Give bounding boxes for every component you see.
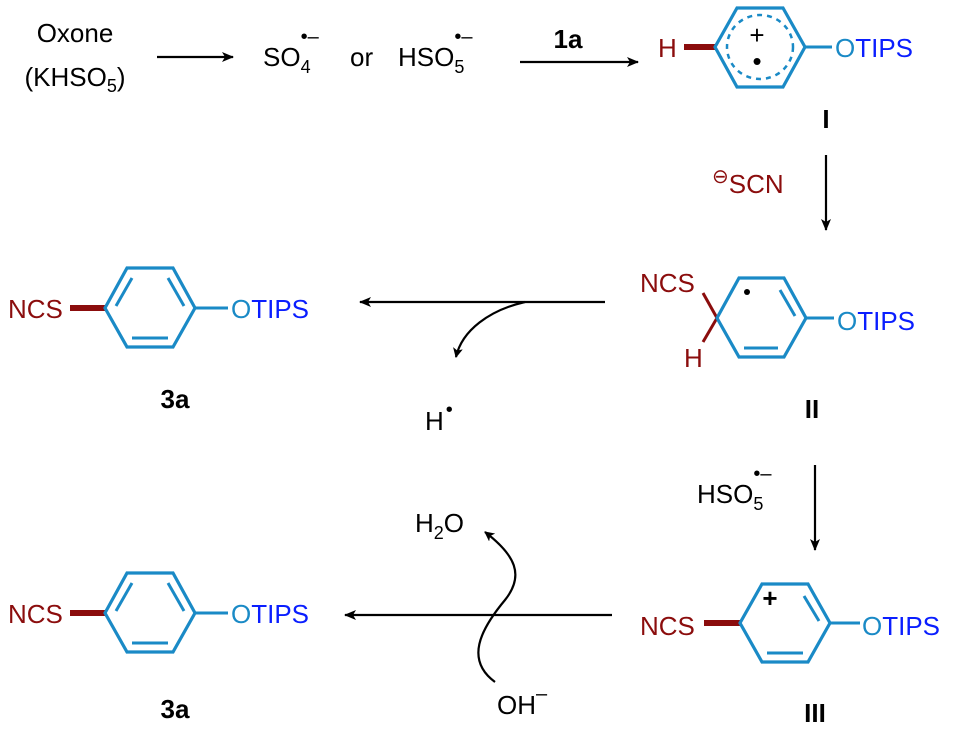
cation-charge: + xyxy=(762,583,777,613)
otips-group: OTIPS xyxy=(231,294,309,324)
curved-arrow-hydroxide-to-water xyxy=(477,531,517,683)
hydroxide-label: OH– xyxy=(497,683,548,720)
ncs-group: NCS xyxy=(640,268,695,298)
intermediate-III: NCS + OTIPS III xyxy=(640,582,940,728)
curved-arrow-h-loss xyxy=(453,300,526,358)
benzene-ring xyxy=(103,266,197,349)
product-3a-bottom: NCS OTIPS 3a xyxy=(8,571,309,724)
intermediate-II: NCS H OTIPS II xyxy=(640,268,915,424)
hydrogen-atom: H xyxy=(658,33,677,63)
product-3a-top: NCS OTIPS 3a xyxy=(8,266,309,414)
product-3a-label: 3a xyxy=(161,694,190,724)
intermediate-II-label: II xyxy=(805,394,819,424)
hydrogen-radical-label: H• xyxy=(425,399,453,436)
delocalized-ring-dashes xyxy=(725,13,795,81)
or-label: or xyxy=(350,42,373,72)
radical-dot: • xyxy=(752,46,761,76)
radical-dot xyxy=(744,289,750,295)
otips-group: OTIPS xyxy=(231,599,309,629)
cyclohexadienyl-ring xyxy=(715,276,808,359)
ncs-group: NCS xyxy=(8,599,63,629)
product-3a-label: 3a xyxy=(161,384,190,414)
cyclohexadienyl-cation-ring xyxy=(738,582,832,664)
cation-charge: + xyxy=(749,20,764,50)
ncs-group: NCS xyxy=(640,611,695,641)
hydrogen-atom: H xyxy=(684,343,703,373)
substrate-1a-label: 1a xyxy=(554,24,583,54)
oxone-label: Oxone xyxy=(37,18,114,48)
otips-group: OTIPS xyxy=(837,306,915,336)
peroxymonosulfate-radical-label: HSO5•– xyxy=(398,26,473,77)
oxidant-label: HSO5•– xyxy=(697,463,772,514)
intermediate-I: H + • OTIPS I xyxy=(658,6,913,134)
sulfate-radical-label: SO4•– xyxy=(263,26,320,77)
otips-group: OTIPS xyxy=(862,611,940,641)
ncs-group: NCS xyxy=(8,294,63,324)
benzene-ring xyxy=(103,571,197,654)
intermediate-III-label: III xyxy=(804,698,826,728)
otips-group: OTIPS xyxy=(835,33,913,63)
thiocyanate-label: ⊖SCN xyxy=(712,166,784,199)
oxone-reagent: Oxone (KHSO5) xyxy=(24,18,125,96)
water-label: H2O xyxy=(415,508,464,543)
intermediate-I-label: I xyxy=(822,104,829,134)
khso5-label: (KHSO5) xyxy=(24,62,125,96)
